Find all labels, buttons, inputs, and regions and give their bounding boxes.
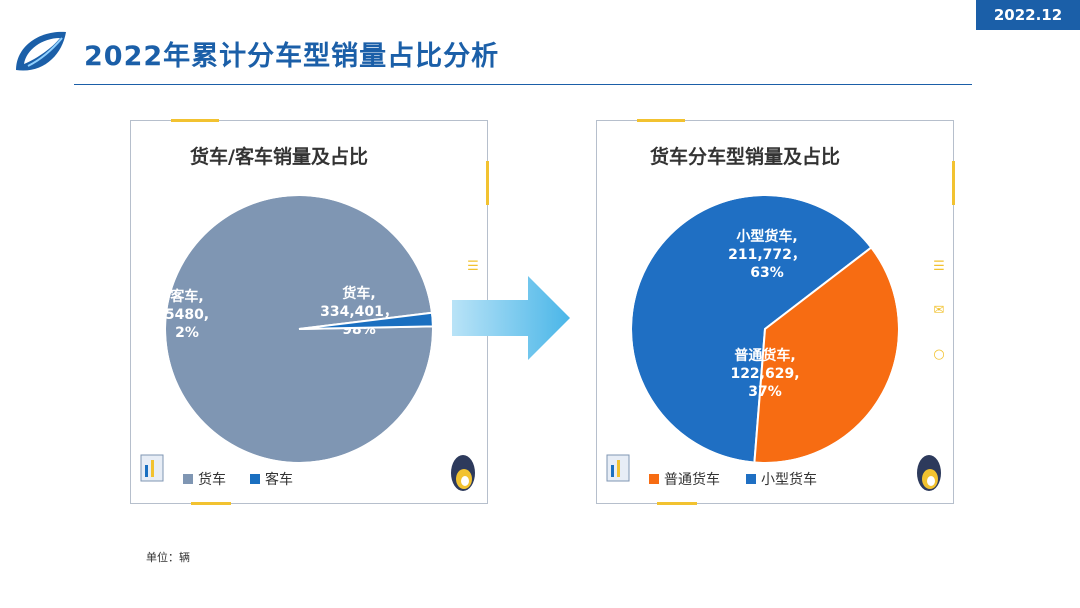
bulb-icon: ○ xyxy=(933,347,945,362)
panel-accent xyxy=(486,161,489,205)
chart-title: 货车分车型销量及占比 xyxy=(650,145,840,168)
menu-icon: ☰ xyxy=(933,259,945,274)
legend-swatch xyxy=(183,474,193,484)
arrow-icon xyxy=(452,276,570,360)
legend-label: 客车 xyxy=(265,471,293,488)
data-label: 小型货车,211,772，63% xyxy=(728,228,806,281)
mail-icon: ✉ xyxy=(933,303,945,318)
chart-doc-icon xyxy=(140,454,164,482)
panel-accent xyxy=(952,161,955,205)
logo-icon xyxy=(16,31,66,71)
chart-panel-truck-types: 货车分车型销量及占比小型货车,211,772，63% 普通货车,122,629,3… xyxy=(596,119,955,505)
menu-icon: ☰ xyxy=(467,259,479,274)
data-label: 货车,334,401，98% xyxy=(320,285,398,338)
legend-swatch xyxy=(649,474,659,484)
data-label: 普通货车,122,629,37% xyxy=(730,347,799,400)
legend-label: 货车 xyxy=(198,471,226,488)
panel-accent xyxy=(657,502,697,505)
panel-accent xyxy=(191,502,231,505)
legend-swatch xyxy=(746,474,756,484)
panel-accent xyxy=(171,119,219,122)
unit-note: 单位：辆 xyxy=(146,551,190,564)
legend-label: 普通货车 xyxy=(664,471,720,488)
pie-outline xyxy=(630,194,900,464)
pie-outline xyxy=(164,194,434,464)
title-divider xyxy=(74,84,972,85)
chart-title: 货车/客车销量及占比 xyxy=(190,145,368,168)
page-title: 2022年累计分车型销量占比分析 xyxy=(84,41,500,72)
panel-accent xyxy=(637,119,685,122)
robot-icon xyxy=(917,455,941,491)
robot-icon xyxy=(451,455,475,491)
chart-doc-icon xyxy=(606,454,630,482)
date-badge: 2022.12 xyxy=(976,0,1080,30)
legend-label: 小型货车 xyxy=(761,471,817,488)
data-label: 客车,5480,2% xyxy=(165,288,209,341)
legend-swatch xyxy=(250,474,260,484)
side-icons: ☰ ✉ ○ xyxy=(931,259,947,391)
chart-panel-truck-bus: 货车/客车销量及占比货车,334,401，98% 客车,5480,2% 货车 客车 ☰… xyxy=(130,119,489,505)
